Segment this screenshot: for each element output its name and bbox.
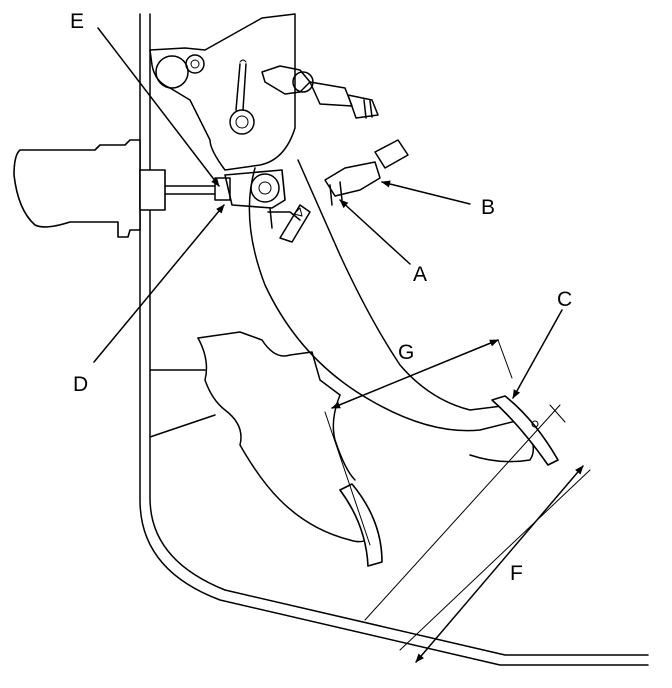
- callout-e: E: [70, 10, 84, 33]
- callout-c: C: [557, 288, 572, 311]
- pedal-bracket: [149, 13, 296, 171]
- callout-f: F: [510, 562, 523, 585]
- upper-switch: [261, 65, 379, 119]
- dimension-lines: [324, 339, 591, 663]
- brake-booster: [13, 139, 216, 238]
- callout-b: B: [481, 196, 495, 219]
- callout-d: D: [73, 373, 88, 396]
- body-outline: [139, 13, 649, 666]
- callout-a: A: [413, 263, 427, 286]
- brake-pedal-arm: [248, 159, 559, 466]
- brake-light-switch: [324, 139, 409, 206]
- second-pedal: [197, 331, 383, 567]
- leader-lines: [93, 27, 563, 399]
- clevis: [214, 169, 311, 243]
- callout-g: G: [398, 341, 414, 364]
